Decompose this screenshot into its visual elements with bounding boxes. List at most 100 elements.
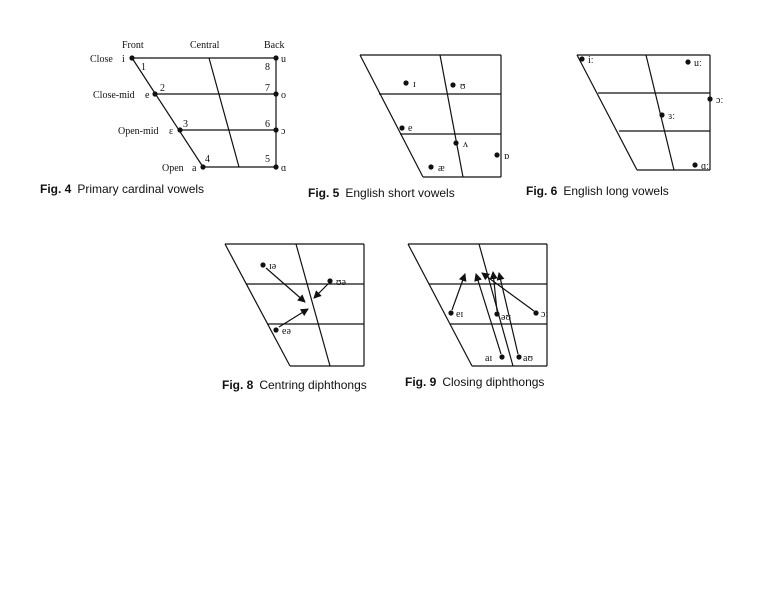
fig9-label-au: aʊ: [523, 353, 533, 364]
fig4-grid: [131, 57, 277, 168]
fig6-label-ii: iː: [588, 55, 594, 66]
fig9-label-ou: əʊ: [501, 312, 511, 323]
fig4-number-7: 7: [265, 83, 270, 94]
fig6-point-ii: [579, 56, 585, 62]
fig9-point-ou: [494, 311, 500, 317]
fig4-row-open-mid: Open-mid: [118, 126, 159, 137]
fig9-label-ai: aɪ: [485, 353, 492, 364]
fig8-front-edge: [224, 243, 291, 367]
fig4-number-6: 6: [265, 119, 270, 130]
fig6-label-schwa-long: ɜː: [668, 111, 675, 122]
fig9-arrow-ou: [489, 271, 498, 312]
fig8-arrow-ue: [313, 283, 329, 299]
fig4-point-6: [273, 127, 279, 133]
fig6-label-uu: uː: [694, 58, 702, 69]
fig4-cardinal-vowel-chart: Front Central Back Close Close-mid Open-…: [40, 40, 286, 196]
fig4-symbol-e: e: [145, 90, 150, 101]
fig6-grid: [576, 54, 711, 171]
fig4-number-1: 1: [141, 62, 146, 73]
fig4-row-close: Close: [90, 54, 113, 65]
fig4-front-edge: [131, 57, 204, 168]
fig6-point-schwa-long: [659, 112, 665, 118]
fig9-label-ei: eɪ: [456, 309, 463, 320]
fig5-point-short-i: [403, 80, 409, 86]
fig5-label-short-u: ʊ: [460, 81, 466, 92]
fig4-point-3: [177, 127, 183, 133]
fig4-caption: Fig. 4 Primary cardinal vowels: [40, 182, 204, 196]
fig8-grid: [224, 243, 365, 367]
fig5-point-ae: [428, 164, 434, 170]
fig8-label-ie: ɪə: [269, 261, 277, 272]
fig9-arrow-ai: [474, 273, 502, 355]
fig5-label-wedge: ʌ: [463, 139, 468, 150]
fig8-central-line: [295, 243, 331, 367]
fig5-caption: Fig. 5 English short vowels: [308, 186, 455, 200]
fig4-header-central: Central: [190, 40, 220, 51]
fig4-symbol-i: i: [122, 54, 125, 65]
fig8-label-ue: ʊə: [336, 277, 346, 288]
fig9-point-au: [516, 354, 522, 360]
fig8-caption-text: Centring diphthongs: [259, 378, 366, 392]
fig5-front-edge: [359, 54, 424, 178]
fig8-label-ee: eə: [282, 326, 291, 337]
fig4-number-3: 3: [183, 119, 188, 130]
fig9-closing-diphthong-chart: eɪ əʊ ɔɪ aɪ aʊ Fig. 9 Closing diphthongs: [405, 243, 548, 389]
fig9-caption-text: Closing diphthongs: [442, 375, 544, 389]
fig8-caption-number: Fig. 8: [222, 378, 254, 392]
fig5-point-short-u: [450, 82, 456, 88]
fig4-point-2: [152, 91, 158, 97]
fig4-symbol-u: u: [281, 54, 286, 65]
fig5-point-e: [399, 125, 405, 131]
fig5-point-wedge: [453, 140, 459, 146]
fig8-caption: Fig. 8 Centring diphthongs: [222, 378, 367, 392]
fig4-number-2: 2: [160, 83, 165, 94]
fig4-point-4: [200, 164, 206, 170]
fig4-points: [129, 55, 279, 170]
fig9-caption-number: Fig. 9: [405, 375, 437, 389]
fig4-point-8: [273, 55, 279, 61]
fig5-label-short-o: ɒ: [504, 151, 509, 162]
fig4-caption-number: Fig. 4: [40, 182, 72, 196]
fig4-symbol-epsilon: ɛ: [169, 126, 173, 137]
fig5-label-e: e: [408, 123, 413, 134]
fig9-label-oi: ɔɪ: [541, 309, 548, 320]
fig9-point-ei: [448, 310, 454, 316]
fig9-point-ai: [499, 354, 505, 360]
fig4-number-5: 5: [265, 154, 270, 165]
fig5-label-ae: æ: [438, 163, 445, 174]
fig4-point-7: [273, 91, 279, 97]
fig5-caption-text: English short vowels: [345, 186, 454, 200]
fig8-arrow-ee: [278, 308, 309, 328]
fig8-point-ue: [327, 278, 333, 284]
fig5-central-line: [439, 54, 464, 178]
fig4-point-5: [273, 164, 279, 170]
fig9-arrow-oi: [481, 272, 535, 312]
fig4-header-back: Back: [264, 40, 285, 51]
fig4-row-close-mid: Close-mid: [93, 90, 135, 101]
fig4-caption-text: Primary cardinal vowels: [77, 182, 204, 196]
fig4-row-open: Open: [162, 163, 184, 174]
fig4-number-4: 4: [205, 154, 210, 165]
fig9-front-edge: [407, 243, 473, 367]
fig4-symbol-alpha: ɑ: [281, 163, 286, 174]
fig6-point-uu: [685, 59, 691, 65]
fig4-number-8: 8: [265, 62, 270, 73]
fig8-point-ee: [273, 327, 279, 333]
fig6-point-open-o-long: [707, 96, 713, 102]
fig8-centring-diphthong-chart: ɪə ʊə eə Fig. 8 Centring diphthongs: [222, 243, 367, 392]
fig6-label-open-o-long: ɔː: [716, 95, 723, 106]
fig9-caption: Fig. 9 Closing diphthongs: [405, 375, 544, 389]
fig5-short-vowel-chart: ɪ ʊ e ʌ ɒ æ Fig. 5 English short vowels: [308, 54, 509, 200]
fig8-arrow-ie: [265, 267, 306, 303]
fig5-label-short-i: ɪ: [413, 79, 416, 90]
fig4-header-front: Front: [122, 40, 144, 51]
fig4-symbol-a: a: [192, 163, 197, 174]
fig5-caption-number: Fig. 5: [308, 186, 340, 200]
fig6-front-edge: [576, 54, 638, 171]
fig9-arrow-au: [496, 272, 519, 355]
fig6-caption-number: Fig. 6: [526, 184, 558, 198]
fig5-point-short-o: [494, 152, 500, 158]
